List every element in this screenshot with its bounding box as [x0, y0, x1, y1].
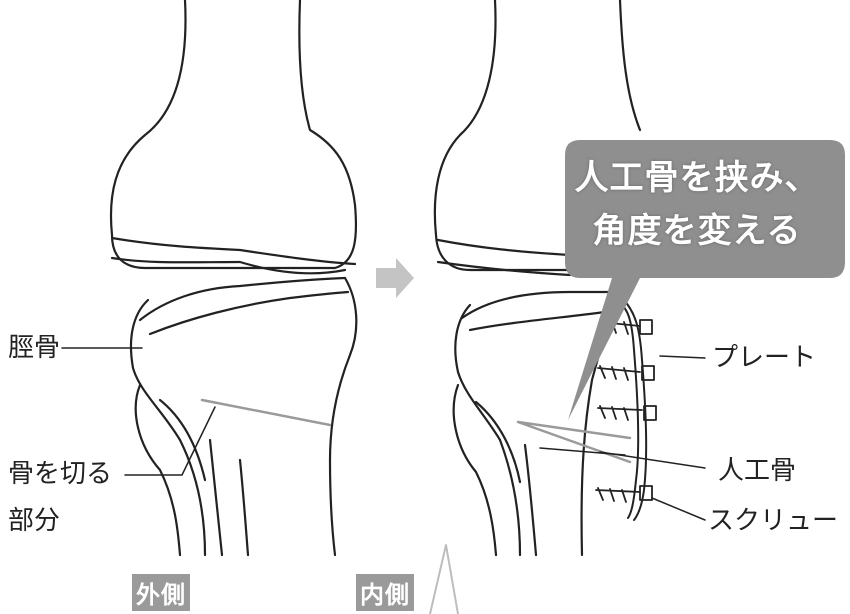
tibia-label: 脛骨 — [8, 332, 60, 365]
cut-line — [202, 400, 330, 425]
right-tibia-cartilage — [470, 312, 605, 330]
medial-tag: 内側 — [356, 574, 414, 611]
left-fibula-outline — [136, 385, 205, 555]
screw-label: スクリュー — [708, 505, 838, 538]
cut-part-label-line1: 骨を切る — [8, 458, 112, 491]
artificial-bone-wedge — [518, 422, 630, 462]
left-tibia-plateau — [140, 278, 345, 320]
screw-2 — [598, 366, 640, 380]
screw-3 — [598, 406, 642, 420]
callout-line-2: 角度を変える — [572, 205, 822, 258]
left-femur-outline — [111, 0, 356, 268]
callout-line-1: 人工骨を挟み、 — [572, 152, 822, 205]
plate-label: プレート — [712, 342, 816, 375]
artificial-bone-label: 人工骨 — [718, 455, 796, 488]
transition-arrow — [376, 258, 414, 298]
left-femur-cartilage — [112, 238, 355, 264]
left-tibia-inner — [210, 440, 248, 555]
artificial-bone-leader — [600, 452, 705, 468]
cut-part-label-line2: 部分 — [8, 505, 60, 538]
screw-leader — [652, 498, 705, 520]
plate-leader — [660, 356, 705, 358]
left-tibia-outline — [131, 278, 356, 555]
callout-text: 人工骨を挟み、 角度を変える — [572, 152, 822, 257]
medial-pointer — [430, 545, 458, 614]
right-tibia-inner — [525, 445, 536, 555]
right-femur-cartilage — [438, 240, 570, 255]
lateral-tag: 外側 — [132, 574, 190, 611]
